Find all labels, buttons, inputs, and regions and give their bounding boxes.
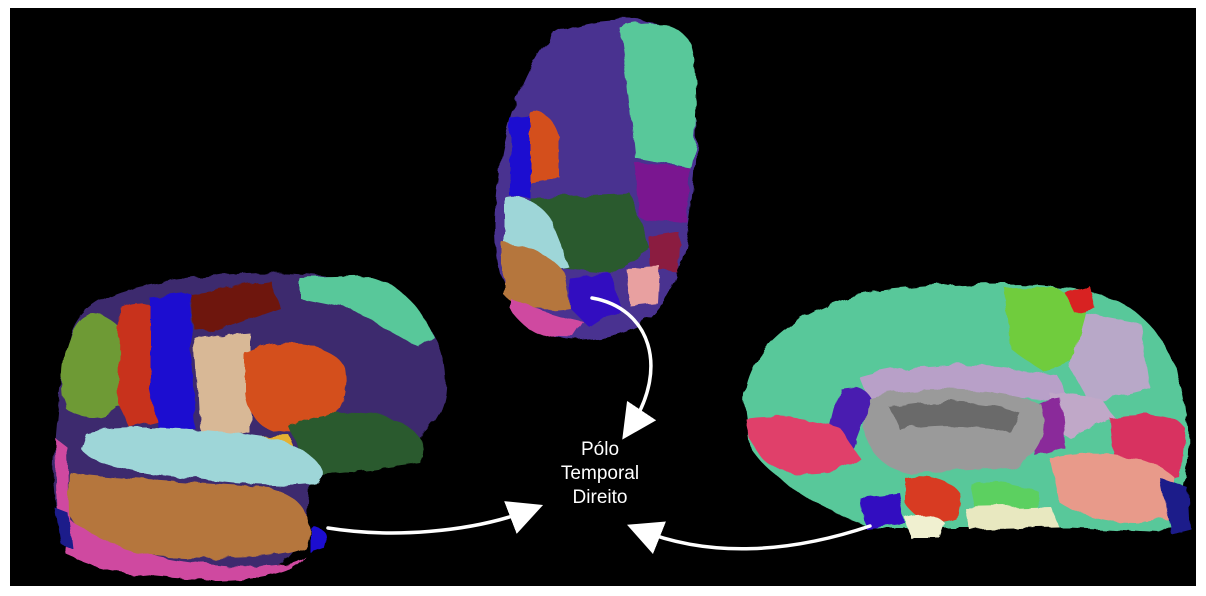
- right-temporal-pole-label: Pólo Temporal Direito: [510, 438, 690, 510]
- ventral-view: [495, 19, 697, 340]
- label-line-1: Pólo: [510, 438, 690, 462]
- arrow-from-lateral: [328, 510, 530, 533]
- medial-view: [745, 283, 1190, 538]
- label-line-2: Temporal: [510, 462, 690, 486]
- image-canvas: Pólo Temporal Direito: [10, 8, 1196, 586]
- arrow-from-medial: [640, 526, 870, 549]
- label-line-3: Direito: [510, 486, 690, 510]
